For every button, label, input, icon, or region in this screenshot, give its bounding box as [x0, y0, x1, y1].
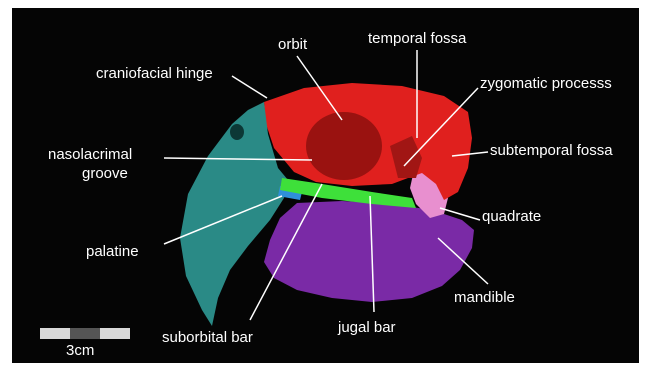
scale-bar-segment-3 [100, 328, 130, 339]
label-jugal-bar: jugal bar [338, 319, 396, 337]
label-temporal-fossa: temporal fossa [368, 30, 466, 48]
label-craniofacial-hinge: craniofacial hinge [96, 65, 213, 83]
label-zygomatic-process: zygomatic processs [480, 75, 612, 93]
mandible-shape [264, 201, 474, 302]
nostril-shape [230, 124, 244, 140]
scale-bar-segment-1 [40, 328, 70, 339]
label-nasolacrimal-line1: nasolacrimal [48, 146, 132, 164]
orbit-shape [306, 112, 382, 180]
label-suborbital-bar: suborbital bar [162, 329, 253, 347]
label-nasolacrimal-line2: groove [82, 165, 128, 183]
figure-canvas: orbit temporal fossa craniofacial hinge … [12, 8, 639, 363]
scale-bar-segment-2 [70, 328, 100, 339]
label-orbit: orbit [278, 36, 307, 54]
label-quadrate: quadrate [482, 208, 541, 226]
label-subtemporal-fossa: subtemporal fossa [490, 142, 613, 160]
label-palatine: palatine [86, 243, 139, 261]
scale-bar [40, 328, 130, 339]
scale-bar-label: 3cm [66, 342, 94, 359]
skull-illustration [12, 8, 639, 363]
label-mandible: mandible [454, 289, 515, 307]
leader-craniofacial-hinge [232, 76, 267, 98]
